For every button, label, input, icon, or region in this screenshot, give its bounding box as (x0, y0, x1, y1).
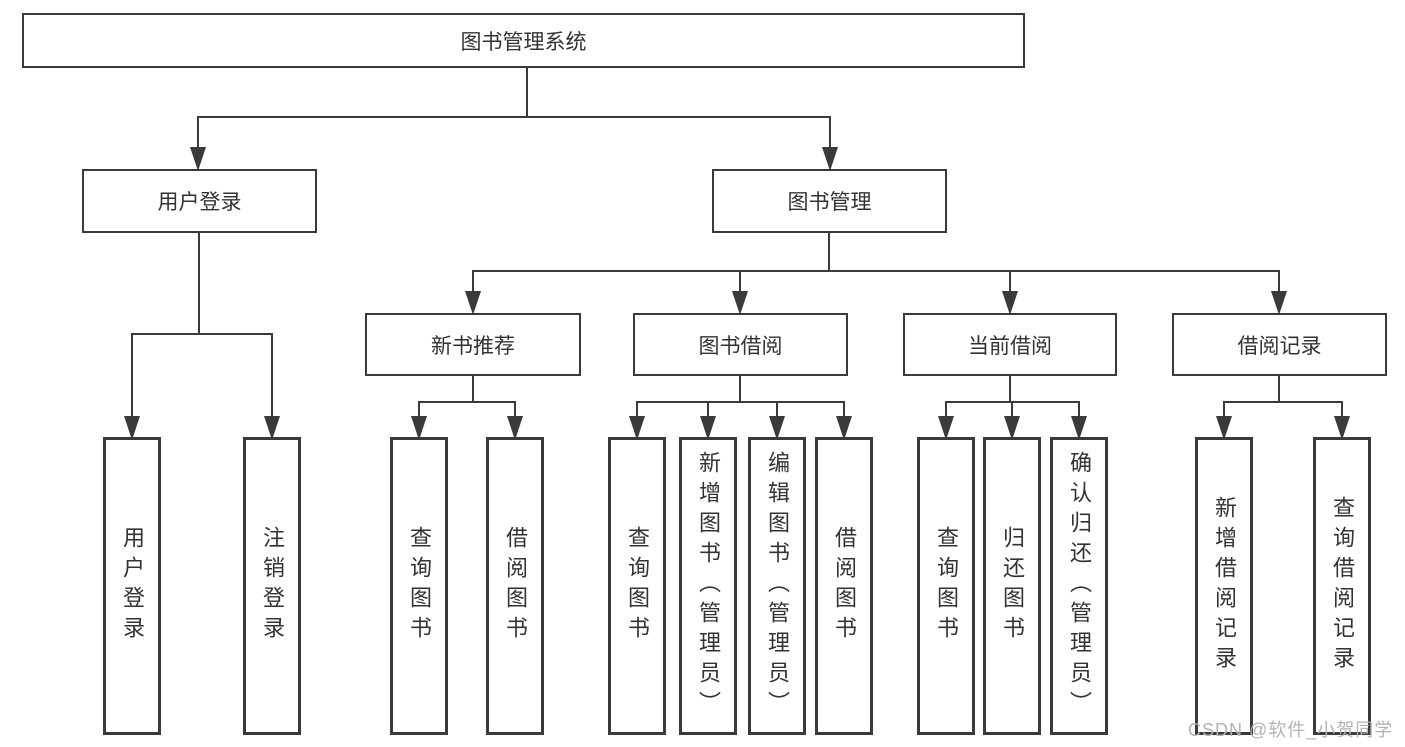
csdn-watermark: CSDN @软件_小贺同学 (1188, 720, 1394, 740)
leaf-recommend-query-books-label: 查询图书 (407, 526, 432, 646)
node-user-login: 用户登录 (82, 169, 317, 233)
leaf-borrow-borrow-books-label: 借阅图书 (832, 526, 857, 646)
leaf-logout: 注销登录 (243, 437, 301, 735)
leaf-borrow-query-books: 查询图书 (608, 437, 666, 735)
leaf-borrow-add-books-admin-label: 新增图书（管理员） (696, 451, 721, 721)
leaf-user-login: 用户登录 (103, 437, 161, 735)
leaf-logout-label: 注销登录 (260, 526, 285, 646)
leaf-borrow-edit-books-admin-label: 编辑图书（管理员） (765, 451, 790, 721)
leaf-current-query-books: 查询图书 (917, 437, 975, 735)
leaf-borrow-borrow-books: 借阅图书 (815, 437, 873, 735)
connector-borrow-records-to-leaves (1216, 375, 1350, 440)
node-root: 图书管理系统 (22, 13, 1025, 68)
connector-book-borrow-to-leaves (629, 375, 852, 440)
leaf-recommend-borrow-books: 借阅图书 (486, 437, 544, 735)
leaf-user-login-label: 用户登录 (120, 526, 145, 646)
connector-user-login-to-leaves (124, 232, 280, 440)
leaf-current-return-books-label: 归还图书 (1000, 526, 1025, 646)
leaf-current-return-books: 归还图书 (983, 437, 1041, 735)
node-current-borrow: 当前借阅 (903, 313, 1117, 376)
leaf-recommend-query-books: 查询图书 (390, 437, 448, 735)
connector-new-book-recommend-to-leaves (411, 375, 523, 440)
leaf-records-add-record: 新增借阅记录 (1195, 437, 1253, 735)
node-borrow-records: 借阅记录 (1172, 313, 1387, 376)
leaf-records-query-record-label: 查询借阅记录 (1330, 496, 1355, 676)
leaf-borrow-add-books-admin: 新增图书（管理员） (679, 437, 737, 735)
connector-current-borrow-to-leaves (938, 375, 1087, 440)
connector-root-to-level1 (190, 68, 838, 171)
leaf-borrow-edit-books-admin: 编辑图书（管理员） (748, 437, 806, 735)
leaf-current-query-books-label: 查询图书 (934, 526, 959, 646)
leaf-borrow-query-books-label: 查询图书 (625, 526, 650, 646)
leaf-records-query-record: 查询借阅记录 (1313, 437, 1371, 735)
leaf-current-confirm-return-admin-label: 确认归还（管理员） (1067, 451, 1092, 721)
leaf-records-add-record-label: 新增借阅记录 (1212, 496, 1237, 676)
node-book-management: 图书管理 (712, 169, 947, 233)
leaf-current-confirm-return-admin: 确认归还（管理员） (1050, 437, 1108, 735)
connector-book-management-to-groups (465, 232, 1287, 315)
node-new-book-recommend: 新书推荐 (365, 313, 581, 376)
node-book-borrow: 图书借阅 (633, 313, 848, 376)
leaf-recommend-borrow-books-label: 借阅图书 (503, 526, 528, 646)
